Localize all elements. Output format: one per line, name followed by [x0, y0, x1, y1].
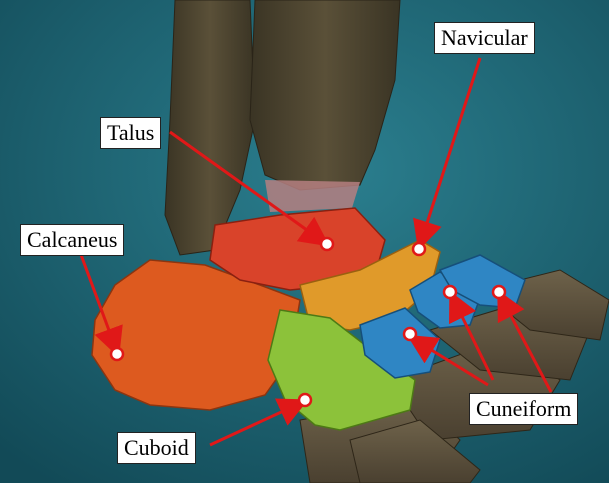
marker-cuboid [299, 394, 311, 406]
marker-talus [321, 238, 333, 250]
marker-cuneiform-lateral [404, 328, 416, 340]
label-talus: Talus [100, 117, 161, 149]
label-calcaneus: Calcaneus [20, 224, 124, 256]
marker-navicular [413, 243, 425, 255]
marker-calcaneus [111, 348, 123, 360]
marker-cuneiform-intermediate [444, 286, 456, 298]
marker-cuneiform-medial [493, 286, 505, 298]
label-cuneiform: Cuneiform [469, 393, 578, 425]
label-navicular: Navicular [434, 22, 535, 54]
ankle-cartilage [265, 180, 360, 212]
label-cuboid: Cuboid [117, 432, 196, 464]
